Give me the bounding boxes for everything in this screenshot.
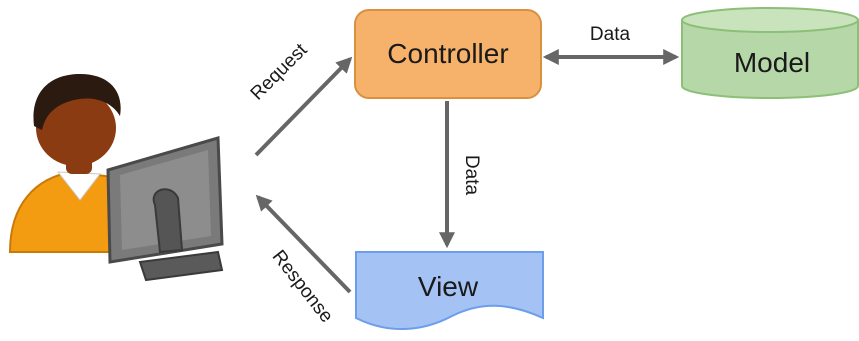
model-node: Model xyxy=(681,7,859,99)
view-label: View xyxy=(418,271,479,302)
user-at-computer-icon xyxy=(8,74,224,282)
model-cylinder-body xyxy=(681,19,859,99)
controller-box xyxy=(354,9,542,99)
monitor-stand xyxy=(152,188,184,254)
view-node: View xyxy=(355,251,544,331)
model-label: Model xyxy=(734,47,810,78)
model-cylinder-top xyxy=(681,7,859,33)
controller-node: Controller xyxy=(354,9,542,99)
controller-label: Controller xyxy=(387,38,508,69)
controller-model-data-label: Data xyxy=(590,24,631,45)
request-arrow xyxy=(254,56,353,157)
response-label: Response xyxy=(268,246,337,326)
monitor-base xyxy=(138,250,224,282)
user-hair xyxy=(33,74,121,130)
view-document-shape xyxy=(355,251,544,331)
user-head xyxy=(36,90,116,166)
request-label: Request xyxy=(247,39,312,104)
controller-view-data-label: Data xyxy=(461,155,482,196)
response-arrow xyxy=(255,194,352,294)
